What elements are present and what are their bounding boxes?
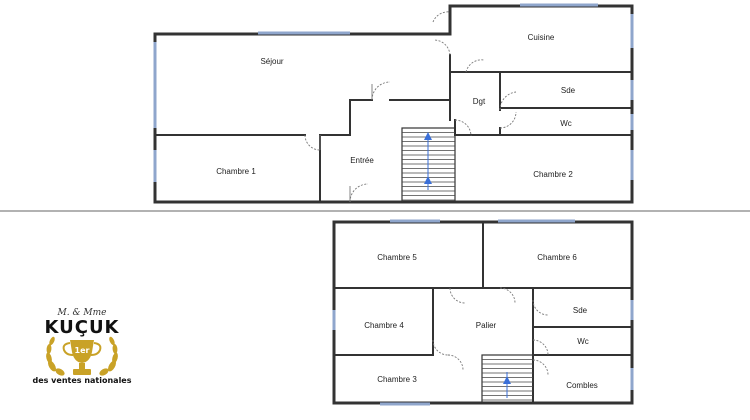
ground-floor-doors: [304, 11, 517, 203]
upper-floor-staircase: [481, 354, 534, 404]
logo-rank: 1er: [75, 346, 90, 355]
upper-floor-stair-arrowhead: [503, 376, 511, 384]
upper-floor-doors: [432, 287, 549, 376]
room-dgt: Dgt: [473, 97, 486, 106]
room-sejour: Séjour: [260, 57, 283, 66]
room-chambre-5: Chambre 5: [377, 253, 417, 262]
ground-floor-outer-walls: [153, 4, 634, 204]
trophy-laurel-icon: 1er: [46, 336, 118, 376]
ground-floor: [153, 4, 634, 204]
room-combles: Combles: [566, 381, 598, 390]
room-wc-ground: Wc: [560, 119, 572, 128]
upper-floor-windows: [332, 219, 634, 406]
room-chambre-2: Chambre 2: [533, 170, 573, 179]
room-sde-upper: Sde: [573, 306, 588, 315]
room-palier: Palier: [476, 321, 497, 330]
logo-bottom-line: des ventes nationales: [32, 376, 132, 385]
room-chambre-4: Chambre 4: [364, 321, 404, 330]
room-chambre-6: Chambre 6: [537, 253, 577, 262]
room-cuisine: Cuisine: [528, 33, 555, 42]
ground-floor-stair-arrowhead: [424, 176, 432, 184]
room-chambre-1: Chambre 1: [216, 167, 256, 176]
ground-floor-staircase: [401, 127, 456, 203]
agency-logo: M. & Mme KUÇUK 1er des ventes nationales: [14, 308, 150, 408]
room-entree: Entrée: [350, 156, 374, 165]
room-chambre-3: Chambre 3: [377, 375, 417, 384]
logo-name: KUÇUK: [44, 317, 120, 338]
ground-floor-windows: [153, 3, 634, 182]
room-wc-upper: Wc: [577, 337, 589, 346]
logo-top-line: M. & Mme: [57, 308, 107, 318]
room-sde-ground: Sde: [561, 86, 576, 95]
